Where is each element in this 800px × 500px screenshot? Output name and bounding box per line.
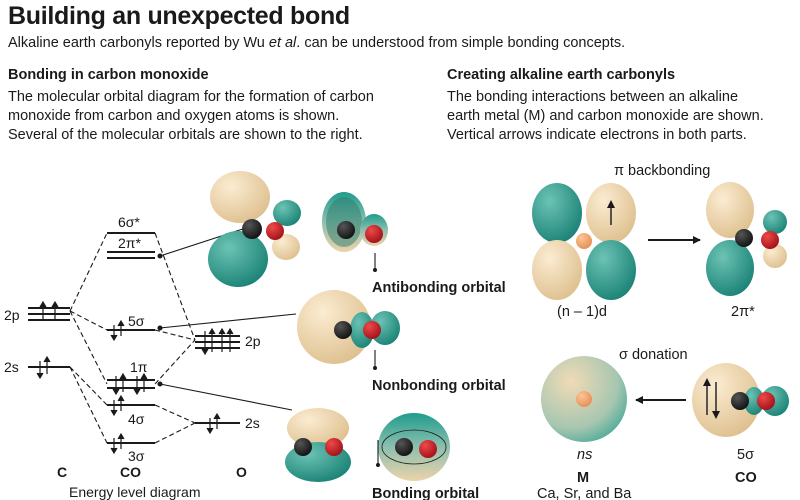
- electron-arrows: [36, 300, 234, 455]
- column-label-carbon: C: [57, 464, 67, 480]
- carbon-atom: [337, 221, 355, 239]
- orbital-leader-lines: [157, 225, 297, 411]
- bonding-orbital-label: Bonding orbital: [372, 486, 479, 500]
- carbon-atom: [334, 321, 352, 339]
- carbon-atom: [731, 392, 749, 410]
- left-panel-description: The molecular orbital diagram for the fo…: [8, 88, 428, 145]
- bonding-orbital-angled-view: [376, 413, 450, 481]
- right-description-line: earth metal (M) and carbon monoxide are …: [447, 108, 764, 124]
- pi-star-label: 2π*: [731, 304, 755, 320]
- carbon-atom: [242, 219, 262, 239]
- co-3sigma-label: 3σ: [128, 448, 145, 464]
- left-description-line: Several of the molecular orbitals are sh…: [8, 127, 363, 143]
- carbon-2s-label: 2s: [4, 359, 19, 375]
- left-panel-heading: Bonding in carbon monoxide: [8, 67, 209, 83]
- oxygen-atom: [419, 440, 437, 458]
- five-sigma-label: 5σ: [737, 447, 754, 463]
- metal-atom: [576, 233, 592, 249]
- left-description-line: monoxide from carbon and oxygen atoms is…: [8, 108, 340, 124]
- oxygen-levels: [195, 335, 240, 424]
- nonbonding-orbital: [297, 290, 400, 370]
- metal-d-orbital: [532, 183, 636, 300]
- right-panel-description: The bonding interactions between an alka…: [447, 88, 797, 145]
- antibonding-orbital-label: Antibonding orbital: [372, 280, 506, 296]
- column-label-oxygen: O: [236, 464, 247, 480]
- ns-label: ns: [577, 447, 592, 463]
- subtitle-text-start: Alkaline earth carbonyls reported by Wu: [8, 35, 269, 51]
- page-title: Building an unexpected bond: [8, 2, 350, 30]
- energy-level-diagram: [28, 225, 297, 455]
- metal-caption: Ca, Sr, and Ba: [537, 486, 632, 500]
- carbon-atom: [395, 438, 413, 456]
- co-1pi-label: 1π: [130, 359, 148, 375]
- column-label-co: CO: [120, 464, 141, 480]
- oxygen-2s-label: 2s: [245, 415, 260, 431]
- co-6sigma-star-label: 6σ*: [118, 214, 140, 230]
- co-4sigma-label: 4σ: [128, 411, 145, 427]
- co-2pi-star-orbital: [706, 182, 787, 296]
- oxygen-2p-label: 2p: [245, 333, 261, 349]
- co-levels: [107, 232, 155, 444]
- right-panel-heading: Creating alkaline earth carbonyls: [447, 67, 676, 83]
- carbon-atom: [294, 438, 312, 456]
- oxygen-atom: [325, 438, 343, 456]
- oxygen-atom: [266, 222, 284, 240]
- oxygen-atom: [757, 392, 775, 410]
- nonbonding-orbital-label: Nonbonding orbital: [372, 378, 506, 394]
- d-orbital-label: (n – 1)d: [557, 304, 607, 320]
- left-description-line: The molecular orbital diagram for the fo…: [8, 89, 374, 105]
- correlation-lines: [69, 232, 196, 444]
- oxygen-atom: [761, 231, 779, 249]
- subtitle-et-al: et al: [268, 35, 297, 51]
- sigma-donation-label: σ donation: [619, 347, 688, 363]
- metal-symbol: M: [577, 470, 589, 486]
- metal-s-orbital: [541, 356, 627, 442]
- co-5sigma-label: 5σ: [128, 313, 145, 329]
- antibonding-orbital-angled-view: [322, 192, 388, 272]
- right-description-line: The bonding interactions between an alka…: [447, 89, 739, 105]
- co-5sigma-orbital: [692, 363, 789, 437]
- pi-backbonding-label: π backbonding: [614, 163, 710, 179]
- antibonding-orbital-side-view: [208, 171, 301, 287]
- carbon-atom: [735, 229, 753, 247]
- oxygen-atom: [365, 225, 383, 243]
- right-description-line: Vertical arrows indicate electrons in bo…: [447, 127, 747, 143]
- carbon-2p-label: 2p: [4, 307, 20, 323]
- bonding-orbital-side-view: [285, 408, 351, 482]
- co-symbol: CO: [735, 470, 757, 486]
- co-2pi-star-label: 2π*: [118, 235, 141, 251]
- carbon-levels: [28, 307, 70, 368]
- metal-atom: [576, 391, 592, 407]
- oxygen-atom: [363, 321, 381, 339]
- subtitle-text-end: . can be understood from simple bonding …: [296, 35, 626, 51]
- energy-diagram-caption: Energy level diagram: [69, 484, 201, 500]
- page-subtitle: Alkaline earth carbonyls reported by Wu …: [8, 35, 625, 51]
